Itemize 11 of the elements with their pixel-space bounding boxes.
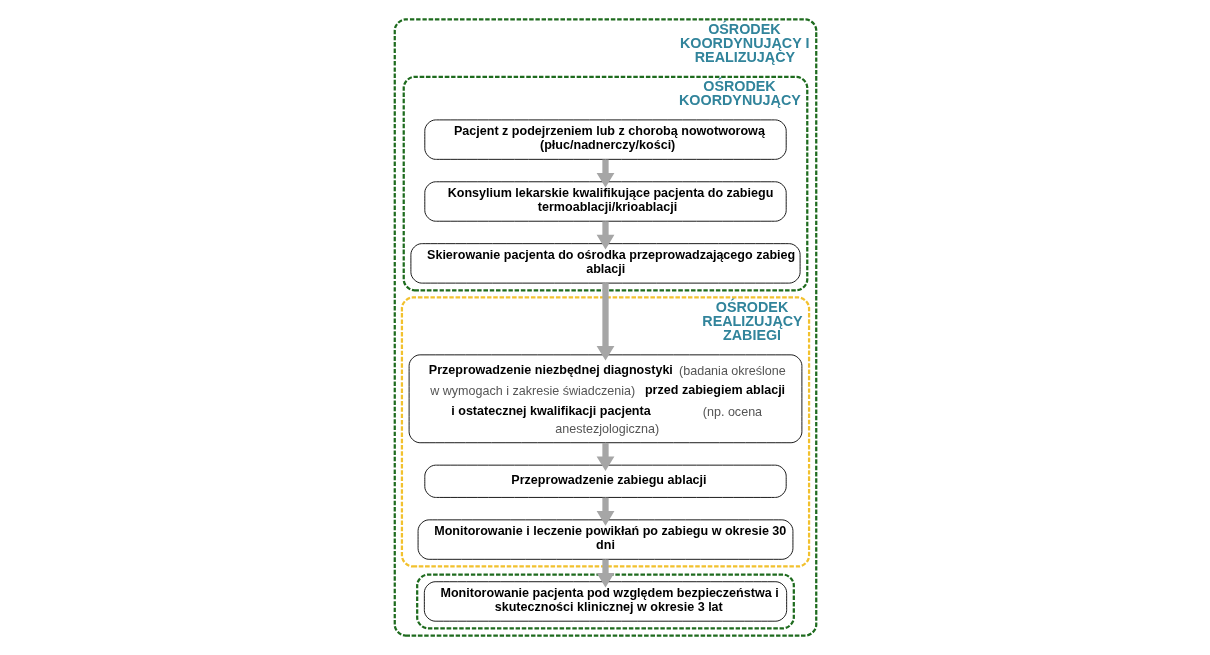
node-box: Przeprowadzenie niezbędnej diagnostyki (badania określone w wymogach i zakresie świadczenia) przed zabiegiem ablacji i ostatecznej kwalifikacji pacjenta (np. ocena anestezjologiczna) xyxy=(408,354,802,444)
node-box: Monitorowanie pacjenta pod względem bezpieczeństwa i skuteczności klinicznej w okresie 3 lat xyxy=(423,581,787,622)
node-box: Konsylium lekarskie kwalifikujące pacjenta do zabiegu termoablacji/krioablacji xyxy=(423,181,787,222)
arrow xyxy=(596,221,614,250)
arrow xyxy=(596,283,614,361)
arrow xyxy=(596,559,614,588)
node-box: Pacjent z podejrzeniem lub z chorobą nowotworową (płuc/nadnerczy/kości) xyxy=(423,119,787,160)
node-box: Skierowanie pacjenta do ośrodka przeprowadzającego zabieg ablacji xyxy=(409,243,801,284)
node-box: Monitorowanie i leczenie powikłań po zabiegu w okresie 30 dni xyxy=(417,519,793,560)
arrow xyxy=(596,442,614,472)
node-box: Przeprowadzenie zabiegu ablacji xyxy=(423,464,787,498)
